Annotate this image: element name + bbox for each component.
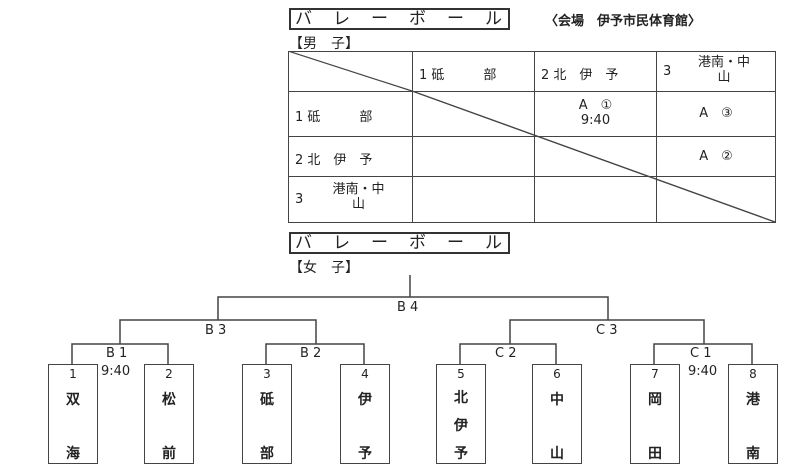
title-char: ル — [485, 233, 502, 253]
title-char: ー — [371, 233, 388, 253]
girls-section-label: 【女 子】 — [289, 260, 359, 276]
col-header-3: 3 港南・中 山 — [656, 51, 776, 92]
match-label-q2: B 2 — [300, 346, 322, 361]
team-box-3: 3 砥 部 — [242, 364, 292, 464]
title-char: ボ — [409, 9, 426, 29]
match-time-q1: 9:40 — [101, 364, 131, 379]
title-char: レ — [333, 9, 350, 29]
match-label-q1: B 1 — [106, 346, 128, 361]
match-label-semi-right: C 3 — [596, 323, 618, 338]
team-box-5: 5 北 伊 予 — [436, 364, 486, 464]
row-header-3: 3 港南・中 山 — [288, 176, 413, 223]
volleyball-title-girls: バ レ ー ボ ー ル — [289, 232, 510, 254]
team-box-4: 4 伊 予 — [340, 364, 390, 464]
team-box-8: 8 港 南 — [728, 364, 778, 464]
match-label-q3: C 2 — [495, 346, 517, 361]
title-char: ボ — [409, 233, 426, 253]
boys-section-label: 【男 子】 — [289, 36, 359, 52]
team-box-7: 7 岡 田 — [630, 364, 680, 464]
team-box-6: 6 中 山 — [532, 364, 582, 464]
title-char: バ — [295, 9, 312, 29]
team-name-line1: 港南・中 — [697, 55, 750, 70]
title-char: ー — [447, 9, 464, 29]
volleyball-title-boys: バ レ ー ボ ー ル — [289, 8, 510, 30]
team-box-2: 2 松 前 — [144, 364, 194, 464]
venue-label: 〈会場 伊予市民体育館〉 — [545, 14, 702, 29]
match-time-q4: 9:40 — [688, 364, 718, 379]
match-label-q4: C 1 — [690, 346, 712, 361]
title-char: レ — [333, 233, 350, 253]
row-header-1: 1 砥 部 — [288, 91, 413, 137]
title-char: ー — [371, 9, 388, 29]
match-label-final: B 4 — [397, 300, 419, 315]
team-name-line2: 山 — [717, 70, 731, 85]
title-char: ル — [485, 9, 502, 29]
team-box-1: 1 双 海 — [48, 364, 98, 464]
col-header-1: 1 砥 部 — [412, 51, 535, 92]
match-label-semi-left: B 3 — [205, 323, 227, 338]
title-char: ー — [447, 233, 464, 253]
title-char: バ — [295, 233, 312, 253]
